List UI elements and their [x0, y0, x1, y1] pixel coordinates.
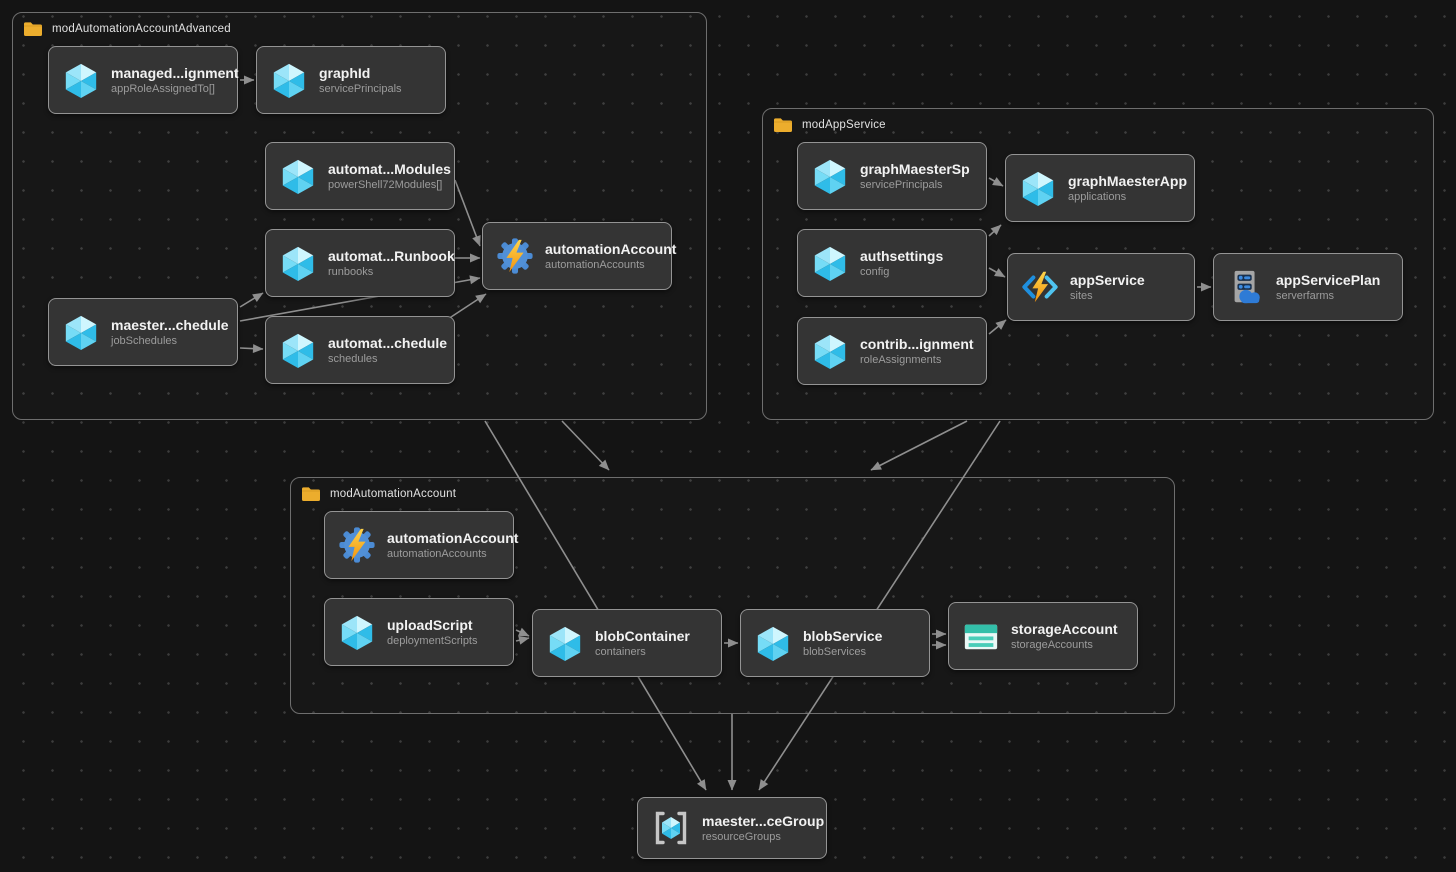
azure-cube-icon [754, 624, 792, 662]
node-graphMaesterSp[interactable]: graphMaesterSp servicePrincipals [797, 142, 987, 210]
node-title: maester...chedule [111, 317, 229, 333]
node-title: managed...ignment [111, 65, 239, 81]
node-subtitle: containers [595, 646, 646, 658]
node-subtitle: resourceGroups [702, 831, 781, 843]
node-title: automationAccount [545, 241, 677, 257]
node-appServicePlan[interactable]: appServicePlan serverfarms [1213, 253, 1403, 321]
node-subtitle: roleAssignments [860, 354, 942, 366]
node-title: uploadScript [387, 617, 473, 633]
node-subtitle: automationAccounts [387, 548, 487, 560]
group-header: modAutomationAccount [291, 478, 1174, 502]
group-modAutomationAccountAdvanced: modAutomationAccountAdvanced [12, 12, 707, 420]
node-automationAccount-advanced[interactable]: automationAccount automationAccounts [482, 222, 677, 290]
node-subtitle: serverfarms [1276, 290, 1335, 302]
azure-cube-icon [62, 61, 100, 99]
group-label: modAutomationAccount [330, 488, 457, 500]
node-subtitle: storageAccounts [1011, 639, 1093, 651]
node-title: blobContainer [595, 628, 690, 644]
azure-cube-icon [62, 313, 100, 351]
app-service-plan-icon [1227, 268, 1265, 306]
node-subtitle: appRoleAssignedTo[] [111, 83, 215, 95]
azure-cube-icon [811, 244, 849, 282]
node-subtitle: runbooks [328, 266, 374, 278]
azure-cube-icon [270, 61, 308, 99]
node-title: appServicePlan [1276, 272, 1381, 288]
node-title: appService [1070, 272, 1145, 288]
azure-cube-icon [811, 332, 849, 370]
node-title: blobService [803, 628, 883, 644]
node-subtitle: blobServices [803, 646, 866, 658]
node-contrib-roleAssignment[interactable]: contrib...ignment roleAssignments [797, 317, 987, 385]
node-automation-modules[interactable]: automat...Modules powerShell72Modules[] [265, 142, 455, 210]
node-title: graphMaesterApp [1068, 173, 1188, 189]
node-graphMaesterApp[interactable]: graphMaesterApp applications [1005, 154, 1195, 222]
node-graphId[interactable]: graphId servicePrincipals [256, 46, 446, 114]
node-blobService[interactable]: blobService blobServices [740, 609, 930, 677]
node-maester-jobSchedule[interactable]: maester...chedule jobSchedules [48, 298, 238, 366]
automation-account-icon [496, 237, 534, 275]
automation-account-icon [338, 526, 376, 564]
group-header: modAutomationAccountAdvanced [13, 13, 706, 37]
azure-cube-icon [279, 157, 317, 195]
storage-account-icon [962, 617, 1000, 655]
node-automation-schedule[interactable]: automat...chedule schedules [265, 316, 455, 384]
node-subtitle: applications [1068, 191, 1127, 203]
node-subtitle: jobSchedules [111, 335, 178, 347]
node-uploadScript[interactable]: uploadScript deploymentScripts [324, 598, 514, 666]
azure-cube-icon [338, 613, 376, 651]
node-title: graphId [319, 65, 371, 81]
node-subtitle: sites [1070, 290, 1093, 302]
node-title: automat...Modules [328, 161, 451, 177]
resource-group-icon [651, 808, 691, 848]
node-managed-assignment[interactable]: managed...ignment appRoleAssignedTo[] [48, 46, 239, 114]
node-subtitle: servicePrincipals [319, 83, 402, 95]
node-title: contrib...ignment [860, 336, 974, 352]
node-title: storageAccount [1011, 621, 1118, 637]
node-subtitle: deploymentScripts [387, 635, 478, 647]
azure-cube-icon [1019, 169, 1057, 207]
azure-cube-icon [279, 331, 317, 369]
node-blobContainer[interactable]: blobContainer containers [532, 609, 722, 677]
group-header: modAppService [763, 109, 1433, 133]
node-authsettings[interactable]: authsettings config [797, 229, 987, 297]
node-automationAccount[interactable]: automationAccount automationAccounts [324, 511, 519, 579]
group-modAppService: modAppService [762, 108, 1434, 420]
node-title: graphMaesterSp [860, 161, 970, 177]
node-title: automat...Runbook [328, 248, 455, 264]
node-subtitle: powerShell72Modules[] [328, 179, 443, 191]
group-label: modAutomationAccountAdvanced [52, 23, 231, 35]
azure-cube-icon [546, 624, 584, 662]
node-appService[interactable]: appService sites [1007, 253, 1195, 321]
node-subtitle: config [860, 266, 890, 278]
node-title: automat...chedule [328, 335, 448, 351]
node-subtitle: schedules [328, 353, 378, 365]
node-title: maester...ceGroup [702, 813, 825, 829]
node-maester-resourceGroup[interactable]: maester...ceGroup resourceGroups [637, 797, 827, 859]
node-subtitle: servicePrincipals [860, 179, 943, 191]
node-title: automationAccount [387, 530, 519, 546]
azure-cube-icon [811, 157, 849, 195]
group-label: modAppService [802, 119, 886, 131]
node-storageAccount[interactable]: storageAccount storageAccounts [948, 602, 1138, 670]
app-service-icon [1021, 268, 1059, 306]
group-modAutomationAccount: modAutomationAccount [290, 477, 1175, 714]
node-automation-runbook[interactable]: automat...Runbook runbooks [265, 229, 455, 297]
node-subtitle: automationAccounts [545, 259, 645, 271]
azure-cube-icon [279, 244, 317, 282]
node-title: authsettings [860, 248, 944, 264]
